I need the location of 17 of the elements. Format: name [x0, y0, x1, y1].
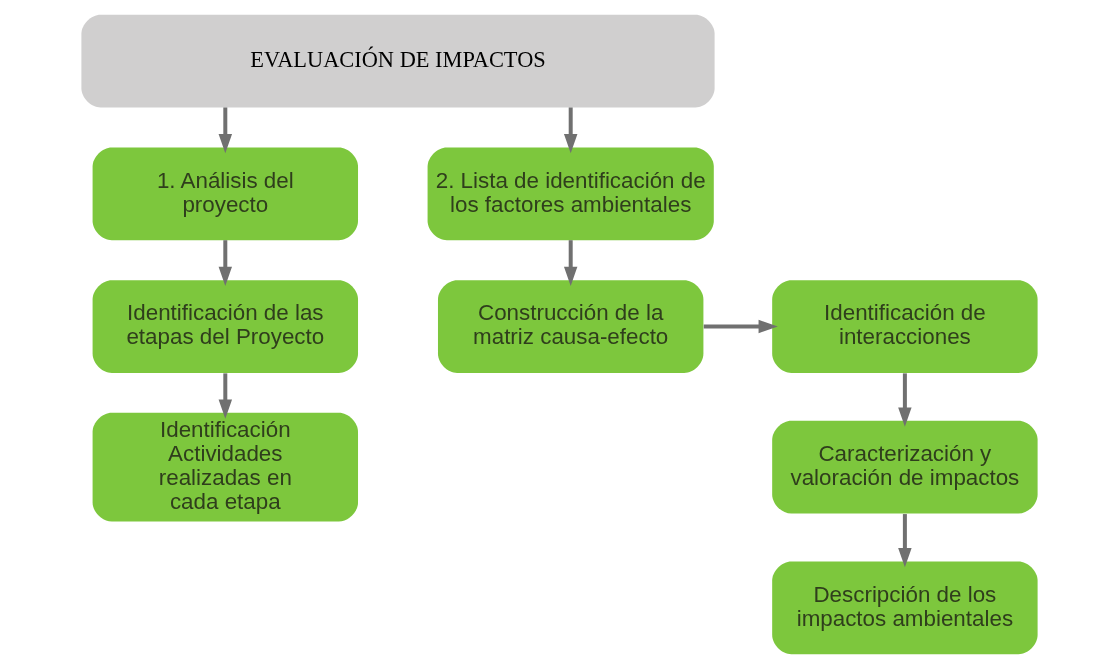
node-box: Identificación de las etapas del Proyecto	[92, 280, 358, 373]
arrow	[218, 240, 232, 286]
node-box: Caracterización y valoración de impactos	[771, 420, 1038, 514]
arrow	[897, 514, 912, 568]
arrow	[218, 107, 232, 154]
arrow	[897, 373, 912, 427]
node-box: Construcción de la matriz causa-efecto	[437, 280, 703, 373]
arrow	[563, 107, 577, 154]
node-box: 1. Análisis del proyecto	[92, 147, 358, 241]
node-box: Descripción de los impactos ambientales	[771, 561, 1038, 655]
node-box: 2. Lista de identificación de los factores ambientales	[427, 147, 714, 241]
node-box: EVALUACIÓN DE IMPACTOS	[80, 14, 715, 108]
node-box: Identificación Actividades realizadas en cada etapa	[92, 412, 358, 522]
arrow	[563, 240, 577, 286]
arrow	[218, 373, 232, 419]
node-box: Identificación de interacciones	[771, 280, 1038, 373]
arrow	[703, 319, 778, 334]
